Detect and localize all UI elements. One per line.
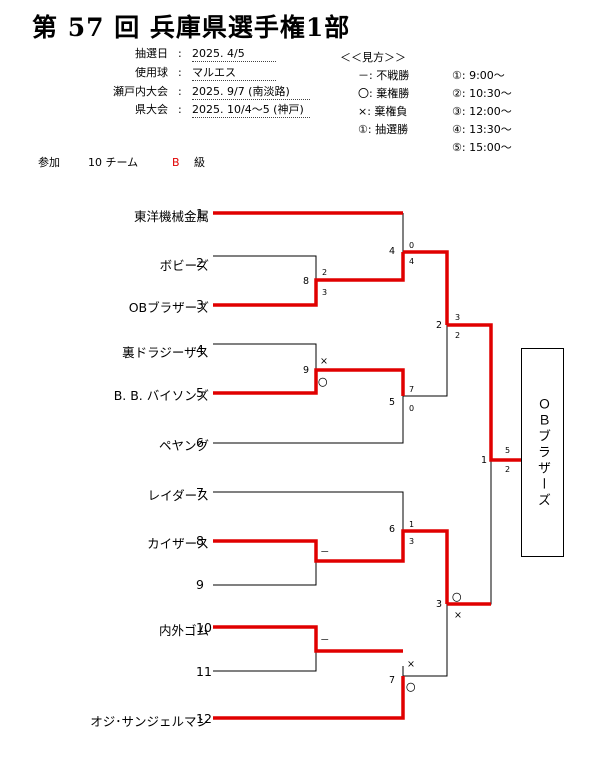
team-name: レイダース xyxy=(147,488,209,503)
score: 3 xyxy=(409,537,415,546)
bracket-line xyxy=(213,343,317,370)
team-name: ペヤング xyxy=(158,438,209,453)
info-colon: : xyxy=(178,103,182,116)
info-value-ball: マルエス xyxy=(192,65,276,81)
game-number: 9 xyxy=(303,365,310,376)
champion-box xyxy=(521,348,564,557)
team-number: 2 xyxy=(196,255,204,270)
info-colon: : xyxy=(178,66,182,79)
score: 〇 xyxy=(406,683,416,694)
legend-time: ①: 9:00～ xyxy=(452,69,505,82)
team-number: 9 xyxy=(196,577,204,592)
team-name: オジ･サンジェルマン xyxy=(90,714,209,729)
team-number: 7 xyxy=(196,485,204,500)
team-name: B. B. バイソンズ xyxy=(113,388,209,403)
legend-time: ②: 10:30～ xyxy=(452,87,512,100)
info-colon: : xyxy=(178,47,182,60)
team-name: ボビーズ xyxy=(159,258,209,273)
bracket-line xyxy=(403,604,448,677)
team-number: 10 xyxy=(196,620,212,635)
score: 5 xyxy=(505,446,511,455)
class-suffix: 級 xyxy=(194,156,205,169)
game-number: 8 xyxy=(303,276,310,287)
game-number: 4 xyxy=(389,246,396,257)
team-number: 3 xyxy=(196,297,204,312)
score: × xyxy=(454,610,462,621)
score: 0 xyxy=(409,241,415,250)
game-number: 3 xyxy=(436,599,443,610)
info-label-setouchi: 瀬戸内大会 xyxy=(113,85,168,98)
score: 2 xyxy=(322,268,328,277)
loser-lines xyxy=(213,213,492,677)
score: 3 xyxy=(322,288,328,297)
bracket-line xyxy=(213,491,404,531)
legend-time: ③: 12:00～ xyxy=(452,105,512,118)
score: 7 xyxy=(409,385,415,394)
team-name: カイザース xyxy=(147,536,209,551)
bracket-line xyxy=(213,396,404,444)
game-number: 1 xyxy=(481,455,488,466)
score: 2 xyxy=(505,465,511,474)
participation-label: 参加 xyxy=(38,156,60,169)
info-label-draw-date: 抽選日 xyxy=(135,47,168,60)
game-number: 2 xyxy=(436,320,443,331)
score: × xyxy=(320,356,328,367)
team-name: OBブラザーズ xyxy=(128,300,209,315)
info-value-setouchi: 2025. 9/7 (南淡路) xyxy=(192,84,310,100)
winner-lines xyxy=(213,211,521,720)
bracket-line xyxy=(447,460,492,605)
legend-item: 〇: 棄権勝 xyxy=(358,87,410,100)
team-name: 裏ドラジーザス xyxy=(122,345,209,360)
legend-time: ④: 13:30～ xyxy=(452,123,512,136)
team-number: 1 xyxy=(196,206,204,221)
team-number: 4 xyxy=(196,342,204,357)
score: － xyxy=(320,635,330,646)
legend-item: ×: 棄権負 xyxy=(358,105,408,118)
info-colon: : xyxy=(178,85,182,98)
bracket-line xyxy=(213,368,405,396)
bracket-line xyxy=(213,651,317,672)
score: × xyxy=(407,659,415,670)
score: 〇 xyxy=(452,593,462,604)
team-number: 12 xyxy=(196,711,212,726)
legend-item: ①: 抽選勝 xyxy=(358,123,409,136)
info-label-prefectural: 県大会 xyxy=(135,103,168,116)
game-number: 5 xyxy=(389,397,396,408)
bracket-line xyxy=(213,625,403,653)
champion-name: ＯＢブラザーズ xyxy=(535,396,550,509)
team-number: 11 xyxy=(196,664,212,679)
bracket-line xyxy=(403,250,449,325)
score: 3 xyxy=(455,313,461,322)
info-value-draw-date: 2025. 4/5 xyxy=(192,46,276,62)
bracket-line xyxy=(213,676,405,720)
page-title: 第 57 回 兵庫県選手権1部 xyxy=(32,13,351,42)
legend-heading: ＜＜見方＞＞ xyxy=(340,51,406,64)
team-number: 8 xyxy=(196,533,204,548)
info-value-prefectural: 2025. 10/4～5 (神戸) xyxy=(192,102,310,118)
bracket-line xyxy=(213,529,449,604)
bracket-line xyxy=(403,325,448,397)
game-number: 6 xyxy=(389,524,396,535)
legend-item: －: 不戦勝 xyxy=(358,69,410,82)
score: 〇 xyxy=(318,378,328,389)
legend-time: ⑤: 15:00～ xyxy=(452,141,512,154)
team-number: 5 xyxy=(196,385,204,400)
game-number: 7 xyxy=(389,675,396,686)
score: 2 xyxy=(455,331,461,340)
score: 1 xyxy=(409,520,415,529)
score: － xyxy=(320,547,330,558)
bracket-line xyxy=(213,252,405,307)
bracket-line xyxy=(213,255,317,280)
bracket-line xyxy=(213,561,317,586)
score: 4 xyxy=(409,257,415,266)
class-letter: B xyxy=(172,156,180,169)
info-label-ball: 使用球 xyxy=(135,66,168,79)
score: 0 xyxy=(409,404,415,413)
bracket-line xyxy=(447,323,521,462)
team-name: 内外ゴム xyxy=(158,623,209,638)
team-number: 6 xyxy=(196,435,204,450)
team-name: 東洋機械金属 xyxy=(133,209,209,224)
participation-count: 10 チーム xyxy=(88,156,139,169)
